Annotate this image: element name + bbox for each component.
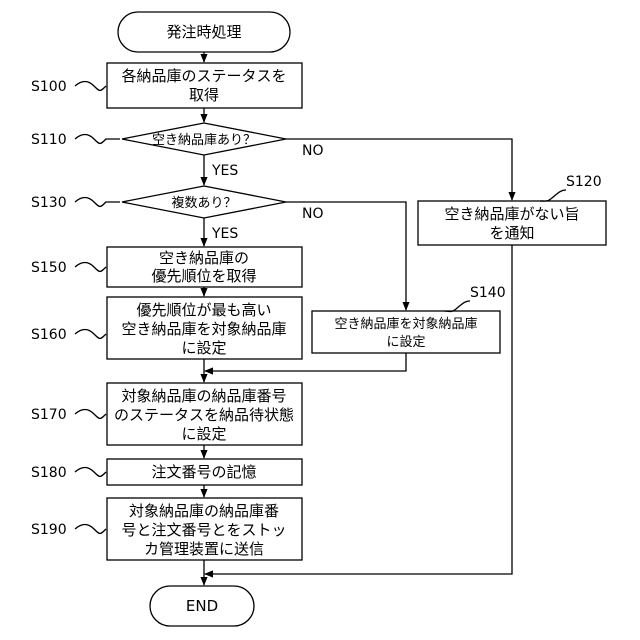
step-s150-line2: 優先順位を取得	[151, 267, 256, 285]
leader-s160	[75, 330, 106, 339]
step-s190-line3: カ管理装置に送信	[144, 540, 264, 558]
step-s170-line3: に設定	[181, 425, 226, 443]
decision-s110-label: 空き納品庫あり？	[152, 133, 256, 148]
step-s170-line1: 対象納品庫の納品庫番号	[121, 387, 286, 405]
step-s120-line1: 空き納品庫がない旨	[444, 205, 579, 223]
step-s120-line2: を通知	[489, 224, 534, 242]
step-s190-line2: 号と注文番号とをストッ	[121, 521, 286, 539]
leader-s110	[75, 135, 120, 144]
step-s190-line1: 対象納品庫の納品庫番	[129, 502, 279, 520]
ref-s160: S160	[31, 327, 67, 343]
step-s100-line2: 取得	[189, 86, 219, 104]
ref-s100: S100	[31, 79, 67, 95]
step-s170-line2: のステータスを納品待状態	[114, 406, 294, 424]
ref-s110: S110	[31, 132, 67, 148]
branch-s130-yes: YES	[211, 226, 238, 242]
ref-s190: S190	[31, 522, 67, 538]
ref-s130: S130	[31, 195, 67, 211]
leader-s100	[75, 82, 106, 91]
leader-s150	[75, 263, 106, 272]
decision-s130-label: 複数あり？	[171, 195, 236, 211]
end-label: END	[186, 597, 218, 615]
ref-s120: S120	[566, 174, 602, 190]
step-s160-line2: 空き納品庫を対象納品庫	[121, 320, 286, 338]
step-s160-line3: に設定	[181, 339, 226, 357]
start-label: 発注時処理	[166, 23, 241, 41]
step-s180-label: 注文番号の記憶	[151, 463, 256, 481]
leader-s180	[75, 468, 106, 477]
step-s160-line1: 優先順位が最も高い	[136, 301, 271, 319]
leader-s130	[75, 198, 120, 207]
ref-s140: S140	[470, 285, 506, 301]
leader-s120	[540, 190, 566, 201]
step-s100-line1: 各納品庫のステータスを	[121, 67, 286, 85]
leader-s170	[75, 410, 106, 419]
ref-s180: S180	[31, 465, 67, 481]
leader-s190	[75, 525, 106, 534]
step-s140-line2: に設定	[386, 334, 425, 350]
step-s150-line1: 空き納品庫の	[159, 249, 249, 267]
step-s140-line1: 空き納品庫を対象納品庫	[334, 317, 477, 332]
branch-s110-yes: YES	[211, 163, 238, 179]
branch-s110-no: NO	[302, 143, 324, 159]
ref-s150: S150	[31, 260, 67, 276]
branch-s130-no: NO	[302, 206, 324, 222]
leader-s140	[444, 301, 470, 312]
ref-s170: S170	[31, 407, 67, 423]
